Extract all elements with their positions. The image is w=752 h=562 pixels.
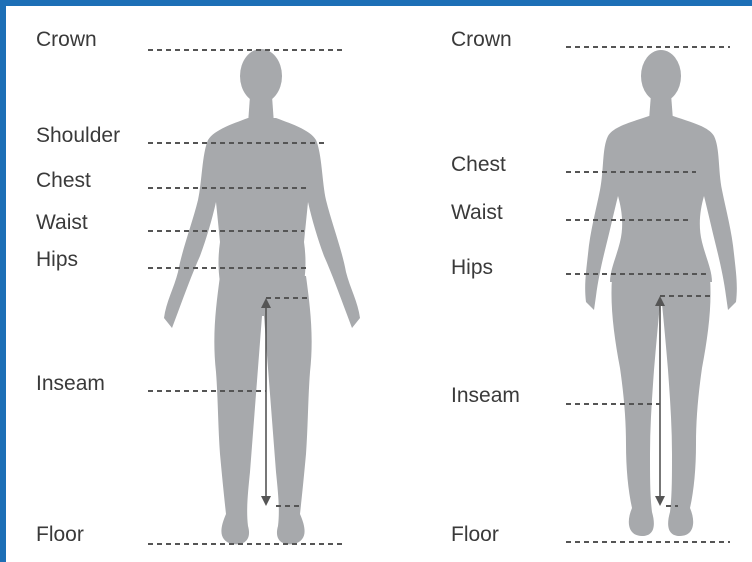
- male-inseam-label: Inseam: [36, 373, 105, 394]
- diagram-graphics: [6, 6, 752, 562]
- male-chest-label: Chest: [36, 170, 91, 191]
- male-silhouette: [164, 49, 360, 544]
- female-crown-label: Crown: [451, 29, 512, 50]
- female-chest-label: Chest: [451, 154, 506, 175]
- female-inseam-label: Inseam: [451, 385, 520, 406]
- male-waist-label: Waist: [36, 212, 88, 233]
- male-floor-label: Floor: [36, 524, 84, 545]
- female-floor-label: Floor: [451, 524, 499, 545]
- male-shoulder-label: Shoulder: [36, 125, 120, 146]
- female-waist-label: Waist: [451, 202, 503, 223]
- female-hips-label: Hips: [451, 257, 493, 278]
- female-silhouette: [585, 50, 737, 536]
- male-crown-label: Crown: [36, 29, 97, 50]
- male-hips-label: Hips: [36, 249, 78, 270]
